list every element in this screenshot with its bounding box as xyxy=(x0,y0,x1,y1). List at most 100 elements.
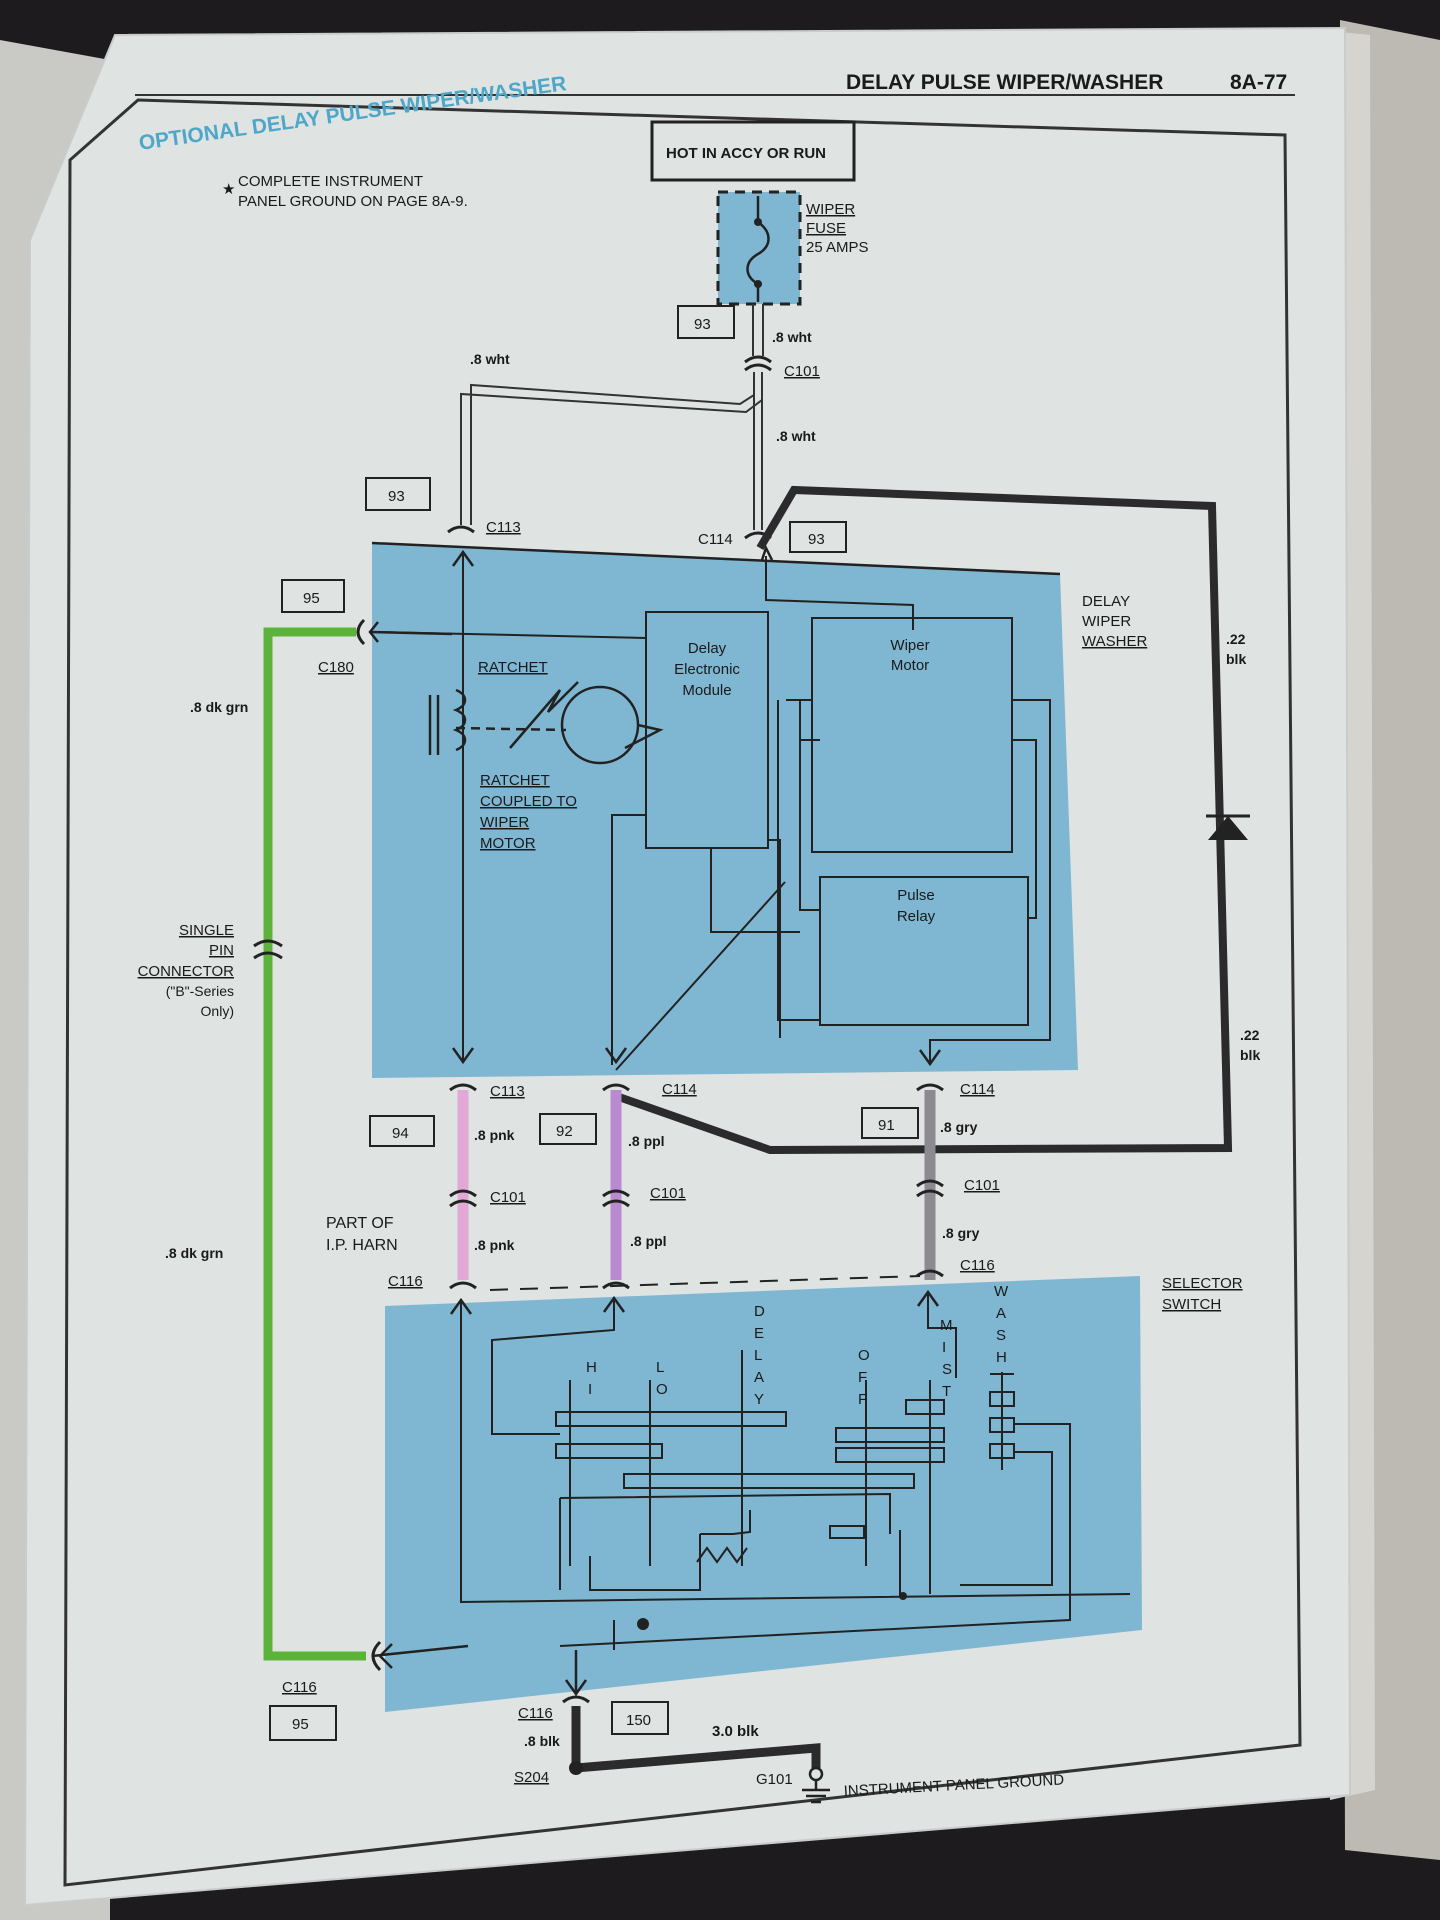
single-pin-1: SINGLE xyxy=(179,922,234,939)
wire-gry-2: .8 gry xyxy=(942,1225,980,1241)
c101-gry-label: C101 xyxy=(964,1177,1000,1194)
c113-top-connector xyxy=(447,525,475,534)
c116-left-label: C116 xyxy=(388,1273,423,1290)
pos-hi-2: I xyxy=(588,1381,592,1398)
single-pin-4: ("B"-Series xyxy=(166,983,234,999)
pos-mist-1: M xyxy=(940,1317,953,1334)
ground-note-line2: PANEL GROUND ON PAGE 8A-9. xyxy=(238,193,468,210)
pos-lo-2: O xyxy=(656,1381,668,1398)
single-pin-connector xyxy=(253,939,283,960)
c113-bottom-label: C113 xyxy=(490,1083,525,1100)
wire-blk-22-a: .22 xyxy=(1226,631,1246,647)
single-pin-5: Only) xyxy=(201,1003,234,1019)
wire-ppl-1: .8 ppl xyxy=(628,1133,665,1149)
diagram-frame xyxy=(63,98,1302,1887)
wire-wht-2: .8 wht xyxy=(470,351,510,367)
pos-off-3: F xyxy=(858,1391,867,1408)
wht-wire xyxy=(460,304,764,530)
c113-top-label: C113 xyxy=(486,519,521,536)
wire-ppl-2: .8 ppl xyxy=(630,1233,667,1249)
pos-delay-5: Y xyxy=(754,1391,764,1408)
harness-dashed-line xyxy=(489,1275,921,1291)
c101-pnk-label: C101 xyxy=(490,1189,526,1206)
wire-blk-22-b: blk xyxy=(1226,651,1246,667)
wire-wht-1: .8 wht xyxy=(772,329,812,345)
single-pin-3: CONNECTOR xyxy=(138,963,235,980)
wire-wht-3: .8 wht xyxy=(776,428,816,444)
pos-mist-2: I xyxy=(942,1339,946,1356)
blk-ground-wire xyxy=(571,1706,821,1773)
circuit-box-95-bottom xyxy=(269,1705,337,1741)
motor-label-1: Wiper xyxy=(890,637,929,654)
c116-grn-connector xyxy=(371,1640,382,1672)
circuit-box-94 xyxy=(369,1115,435,1147)
ratchet-label: RATCHET xyxy=(478,659,548,676)
circuit-91: 91 xyxy=(878,1117,895,1134)
circuit-93-top: 93 xyxy=(694,316,711,333)
relay-label-1: Pulse xyxy=(897,887,935,904)
pos-delay-1: D xyxy=(754,1303,765,1320)
circuit-box-91 xyxy=(861,1107,919,1139)
module-label-2: WIPER xyxy=(1082,613,1131,630)
ratchet-coupled-3: WIPER xyxy=(480,814,529,831)
junction-dot-1 xyxy=(637,1618,649,1630)
circuit-box-150 xyxy=(611,1701,669,1735)
pos-wash-4: H xyxy=(996,1349,1007,1366)
wire-dk-grn-2: .8 dk grn xyxy=(165,1245,223,1261)
c114-bottom-left-label: C114 xyxy=(662,1081,697,1098)
pos-lo-1: L xyxy=(656,1359,664,1376)
selector-contacts xyxy=(460,1292,1131,1650)
circuit-box-93-top xyxy=(677,305,735,339)
wire-pnk-1: .8 pnk xyxy=(474,1127,515,1143)
pos-hi-1: H xyxy=(586,1359,597,1376)
c116-ground-label: C116 xyxy=(518,1705,553,1722)
wire-pnk-2: .8 pnk xyxy=(474,1237,515,1253)
ratchet-coupled-4: MOTOR xyxy=(480,835,536,852)
relay-label-2: Relay xyxy=(897,908,936,925)
selector-label-2: SWITCH xyxy=(1162,1296,1221,1313)
dem-label-1: Delay xyxy=(688,640,727,657)
ratchet-coupled-2: COUPLED TO xyxy=(480,793,577,810)
fuse-label-2: FUSE xyxy=(806,220,846,237)
single-pin-2: PIN xyxy=(209,942,234,959)
fuse-label-3: 25 AMPS xyxy=(806,239,869,256)
motor-label-2: Motor xyxy=(891,657,929,674)
ratchet-coupled-1: RATCHET xyxy=(480,772,550,789)
page-number: 8A-77 xyxy=(1230,71,1287,94)
c180-connector xyxy=(356,618,366,646)
c116-grn-label: C116 xyxy=(282,1679,317,1696)
selector-label-1: SELECTOR xyxy=(1162,1275,1243,1292)
c116-gry-label: C116 xyxy=(960,1257,995,1274)
pos-wash-3: S xyxy=(996,1327,1006,1344)
junction-dot-2 xyxy=(899,1592,907,1600)
pos-delay-2: E xyxy=(754,1325,764,1342)
wire-blk-22-c: .22 xyxy=(1240,1027,1260,1043)
diode-icon xyxy=(1208,816,1248,840)
circuit-93-right: 93 xyxy=(808,531,825,548)
circuit-box-92 xyxy=(539,1113,597,1145)
wire-gry-1: .8 gry xyxy=(940,1119,978,1135)
c101-top-connector xyxy=(744,355,772,364)
part-of-2: I.P. HARN xyxy=(326,1237,398,1254)
fuse-icon xyxy=(746,196,770,302)
wire-blk-8: .8 blk xyxy=(524,1733,560,1749)
module-arrows xyxy=(451,544,942,1067)
c180-label: C180 xyxy=(318,659,354,676)
circuit-box-93-left xyxy=(365,477,431,511)
fuse-label-1: WIPER xyxy=(806,201,855,218)
circuit-box-93-right xyxy=(789,521,847,553)
hot-label-box xyxy=(650,120,856,182)
module-label-3: WASHER xyxy=(1082,633,1147,650)
star-mark: ★ xyxy=(222,181,235,198)
circuit-93-left: 93 xyxy=(388,488,405,505)
c116-ground-connector xyxy=(562,1695,590,1704)
wire-dk-grn-1: .8 dk grn xyxy=(190,699,248,715)
part-of-1: PART OF xyxy=(326,1215,394,1232)
pos-mist-4: T xyxy=(942,1383,951,1400)
ratchet-assembly xyxy=(428,681,664,765)
c101-top-label: C101 xyxy=(784,363,820,380)
pos-off-1: O xyxy=(858,1347,870,1364)
pos-delay-3: L xyxy=(754,1347,762,1364)
ground-icon xyxy=(802,1766,830,1804)
